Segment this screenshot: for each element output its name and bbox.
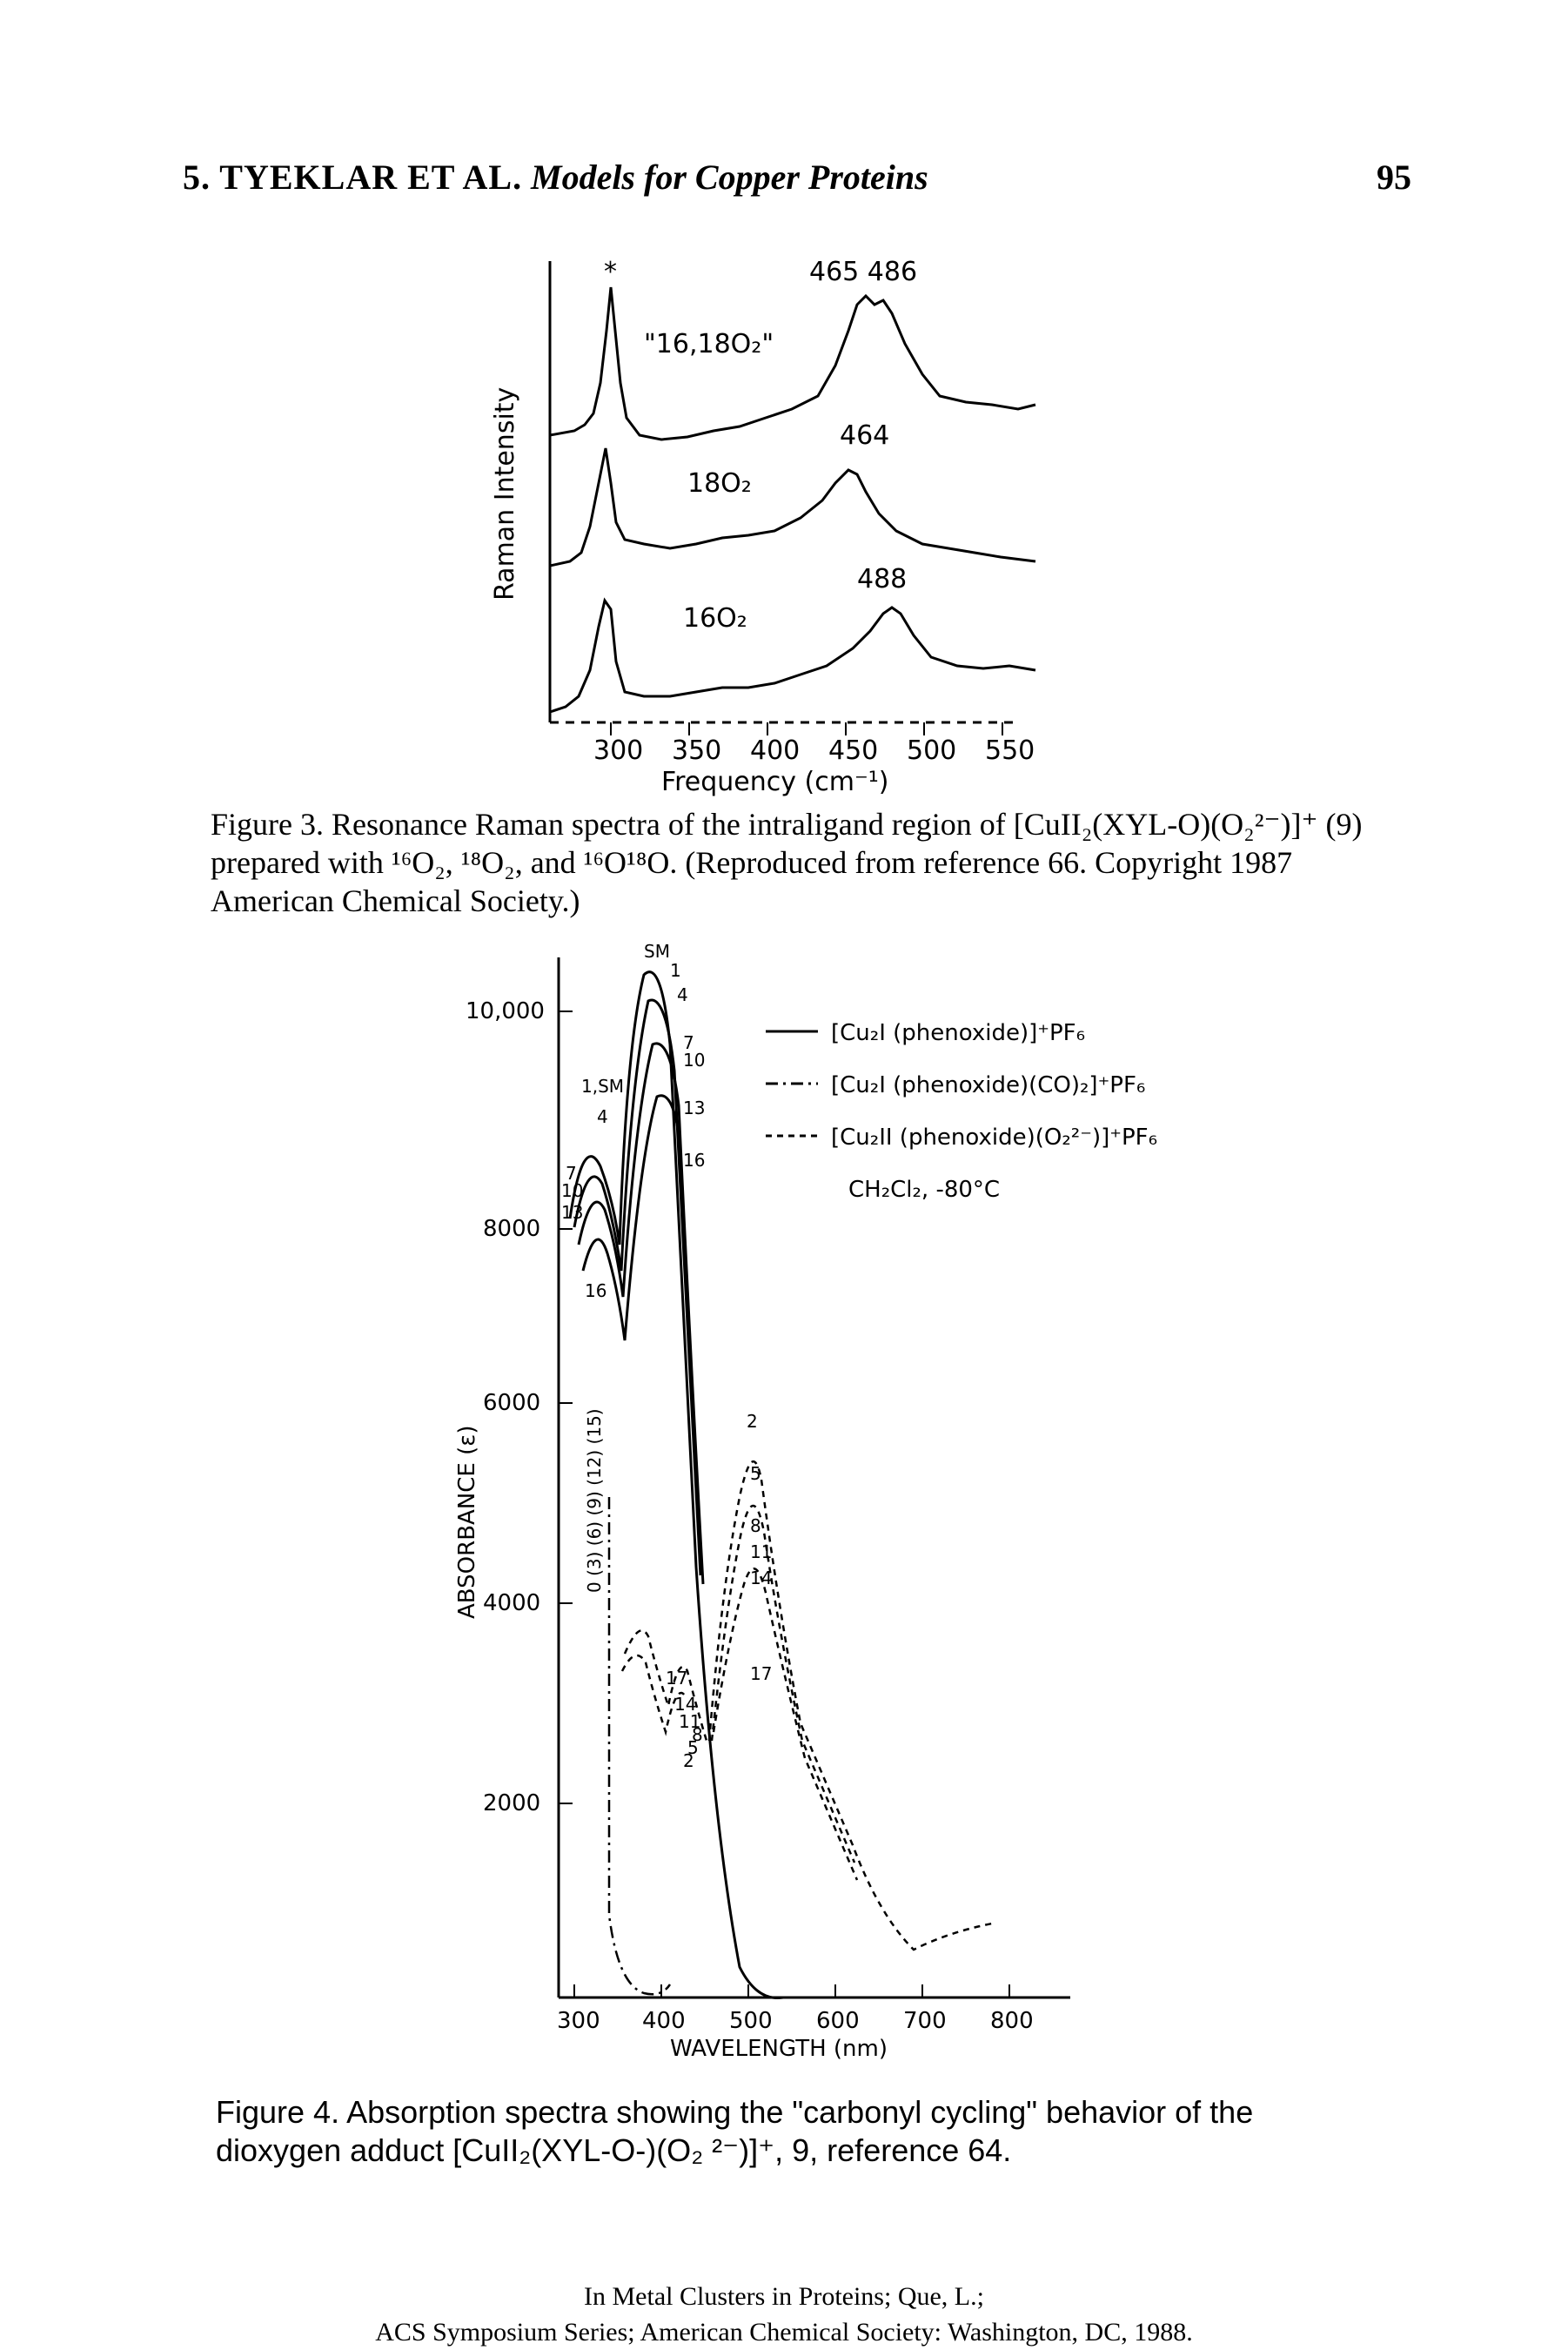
fig4-xtick-700: 700 [903,2008,947,2034]
fig3-xtick-400: 400 [750,735,800,766]
fig4-ytick-6000: 6000 [483,1390,540,1416]
fig4-curve-o2-a [707,1460,993,1951]
fig3-star: * [604,257,617,287]
fig3-xtick-450: 450 [828,735,878,766]
fig4-xtick-300: 300 [557,2008,600,2034]
fig4-ylabel: ABSORBANCE (ε) [454,1426,480,1619]
fig4-label-c8: 8 [750,1515,761,1536]
fig4-xlabel: WAVELENGTH (nm) [670,2036,888,2062]
fig4-label-co5: 5 [687,1737,699,1758]
fig4-label-c17: 17 [750,1663,772,1684]
fig4-ytick-8000: 8000 [483,1216,540,1242]
fig3-xlabel: Frequency (cm⁻¹) [661,767,889,797]
running-header-authors: 5. TYEKLAR ET AL. [183,158,523,197]
fig3-bot-isotope: 16O₂ [683,603,747,634]
fig3-top-isotope: "16,18O₂" [644,329,774,359]
fig4-legend-o2: [Cu₂II (phenoxide)(O₂²⁻)]⁺PF₆ [831,1125,1157,1151]
fig4-conditions: CH₂Cl₂, -80°C [848,1177,1000,1203]
fig4-label-l4: 4 [597,1106,608,1127]
fig3-spectrum-16O2 [549,597,1036,714]
fig4-label-4: 4 [677,984,688,1005]
fig4-label-c5: 5 [750,1463,761,1484]
fig4-label-16: 16 [683,1150,705,1171]
figure-3-raman-spectra: Raman Intensity * 465 486 "16,18O₂" 464 … [490,257,1036,797]
fig3-ylabel: Raman Intensity [490,387,520,601]
fig4-label-l16: 16 [585,1280,606,1301]
fig4-curve-cu1-c [577,1042,705,1585]
fig3-bot-peak: 488 [857,564,907,594]
fig4-legend-cu1: [Cu₂I (phenoxide)]⁺PF₆ [831,1020,1085,1046]
fig4-label-7: 7 [683,1032,694,1053]
fig4-label-10: 10 [683,1050,705,1071]
fig3-mid-peak: 464 [840,420,889,451]
fig4-curve-cu1-d [581,1094,682,1341]
fig3-top-peaks: 465 486 [809,257,917,287]
fig4-curve-o2-c [712,1567,859,1881]
fig3-spectrum-16-18 [549,286,1036,441]
fig4-label-l13: 13 [561,1202,583,1223]
fig4-label-13: 13 [683,1098,705,1118]
fig4-curve-o2-e [620,1654,687,1736]
fig4-label-l7: 7 [566,1163,577,1184]
footer-line-2: ACS Symposium Series; American Chemical … [375,2318,1193,2347]
fig4-ytick-2000: 2000 [483,1790,540,1816]
fig4-ytick-4000: 4000 [483,1590,540,1616]
fig4-label-co11: 11 [679,1711,700,1732]
fig4-xtick-600: 600 [816,2008,860,2034]
fig4-curve-co [607,1497,672,1996]
fig4-label-c14: 14 [750,1568,772,1588]
figure-4-absorption-spectra: ABSORBANCE (ε) 10,000 8000 6000 4000 200… [454,941,1157,2062]
fig4-label-co2: 2 [683,1750,694,1771]
fig4-label-1sm: 1,SM [581,1076,624,1097]
fig4-label-co17: 17 [666,1668,687,1689]
running-header-title: Models for Copper Proteins [531,158,928,197]
fig4-label-co8: 8 [692,1724,703,1745]
fig3-xtick-350: 350 [672,735,721,766]
fig4-xtick-800: 800 [990,2008,1034,2034]
fig4-xtick-500: 500 [729,2008,773,2034]
fig4-xtick-400: 400 [642,2008,686,2034]
fig4-curve-o2-d [623,1629,708,1742]
fig4-label-c11: 11 [750,1541,772,1562]
fig4-legend-co: [Cu₂I (phenoxide)(CO)₂]⁺PF₆ [831,1072,1145,1098]
fig3-xtick-550: 550 [985,735,1035,766]
fig4-label-l10: 10 [561,1180,583,1201]
fig3-xtick-300: 300 [593,735,643,766]
fig4-label-sm: SM [644,941,670,962]
fig3-xtick-500: 500 [907,735,956,766]
figure-4-caption: Figure 4. Absorption spectra showing the… [216,2094,1254,2168]
figure-3-caption: Figure 3. Resonance Raman spectra of the… [211,807,1363,918]
fig3-spectrum-18O2 [549,447,1036,567]
fig4-label-co14: 14 [674,1694,696,1715]
fig4-label-c2: 2 [747,1411,758,1432]
footer-line-1: In Metal Clusters in Proteins; Que, L.; [584,2282,984,2311]
fig4-label-1: 1 [670,960,681,981]
fig4-ytick-10000: 10,000 [466,998,545,1024]
fig4-curve-o2-b [710,1504,856,1863]
page-number: 95 [1377,158,1411,197]
fig3-mid-isotope: 18O₂ [687,468,752,499]
fig4-label-ox-list: 0 (3) (6) (9) (12) (15) [584,1408,605,1593]
fig4-curve-cu1-b [573,998,702,1576]
